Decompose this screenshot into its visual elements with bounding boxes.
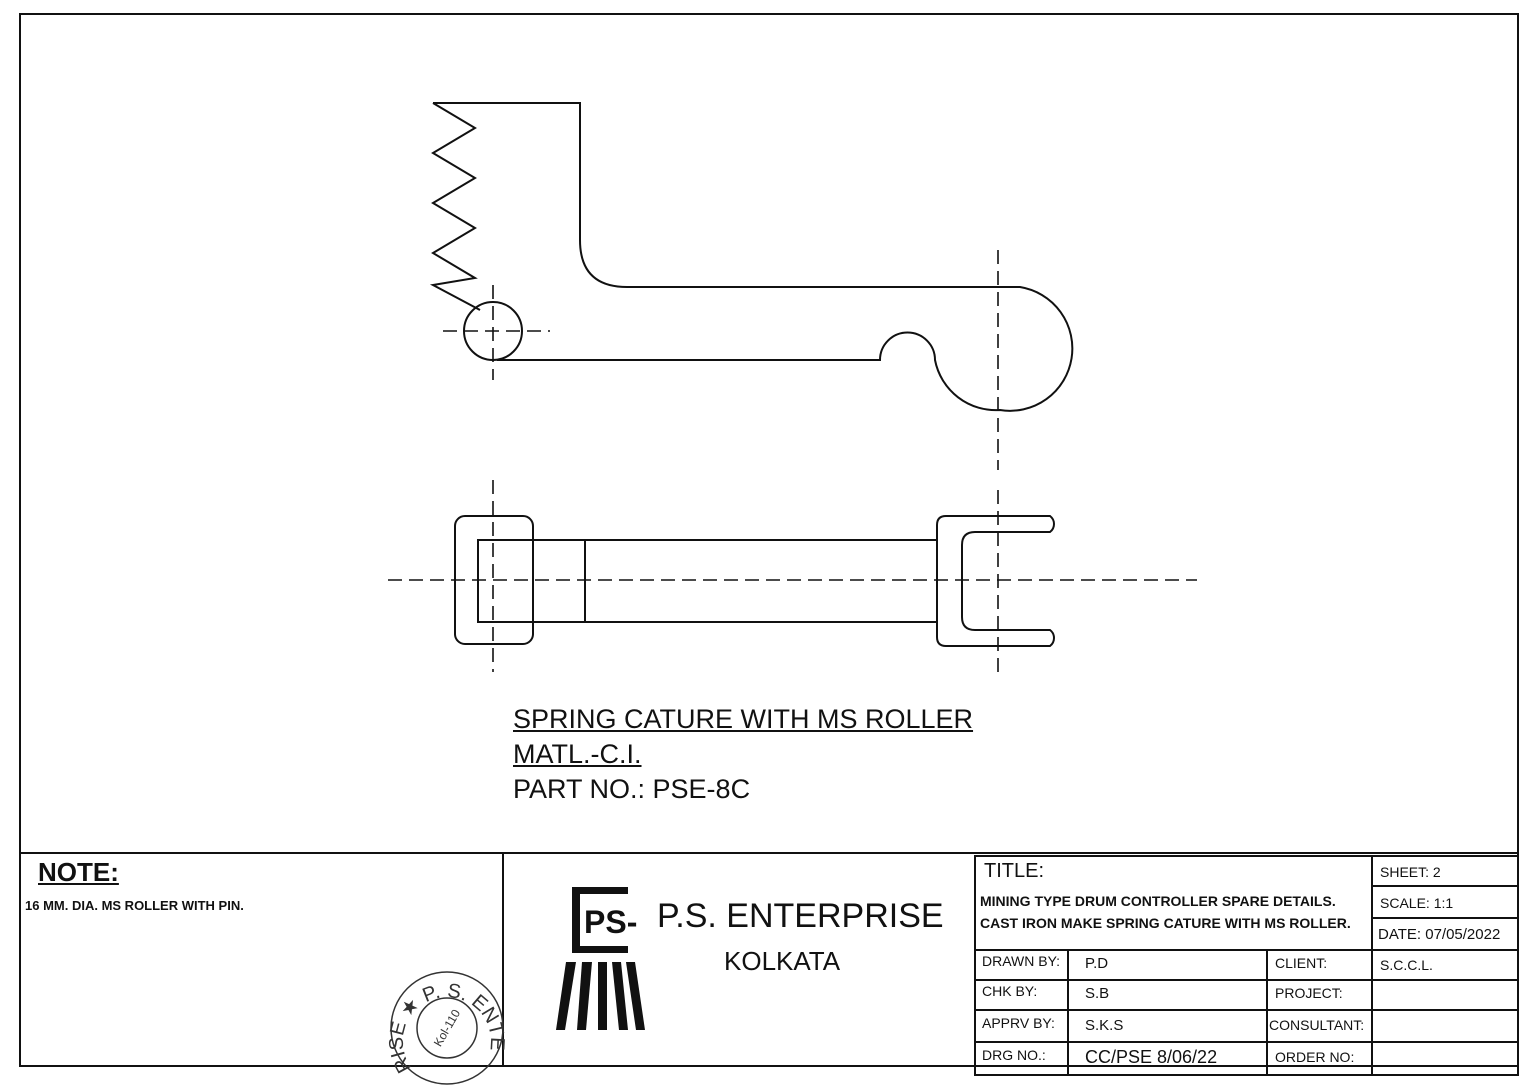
drg-no-label: DRG NO.: (982, 1047, 1046, 1063)
stamp-inner-text: Kol-110 (431, 1007, 464, 1049)
title-label: TITLE: (984, 860, 1045, 882)
company-name: P.S. ENTERPRISE (657, 897, 944, 935)
scale: SCALE: 1:1 (1380, 895, 1454, 911)
title-line-1: MINING TYPE DRUM CONTROLLER SPARE DETAIL… (980, 893, 1336, 909)
drawing-part-number: PART NO.: PSE-8C (513, 774, 751, 804)
apprv-by-value: S.K.S (1085, 1017, 1124, 1034)
drawing-material: MATL.-C.I. (513, 739, 642, 769)
drawing-title: SPRING CATURE WITH MS ROLLER (513, 704, 974, 734)
title-block-grid (974, 855, 1519, 1076)
company-city: KOLKATA (724, 946, 841, 976)
sheet-frame (19, 13, 1519, 1067)
order-no-label: ORDER NO: (1275, 1049, 1355, 1065)
centerlines (388, 250, 1197, 672)
lever-elevation-view (429, 102, 1074, 412)
apprv-by-label: APPRV BY: (982, 1015, 1055, 1031)
drawn-by-value: P.D (1085, 955, 1109, 972)
consultant-label: CONSULTANT: (1269, 1017, 1365, 1033)
client-value: S.C.C.L. (1380, 957, 1433, 973)
sheet-number: SHEET: 2 (1380, 864, 1441, 880)
company-stamp (390, 971, 504, 1085)
company-logo: PS- (556, 887, 645, 1030)
svg-text:PS-: PS- (584, 904, 637, 940)
drawn-by-label: DRAWN BY: (982, 953, 1061, 969)
stamp-ring-text: RISE ★ P. S. ENTERP (0, 0, 508, 1076)
drg-no-value: CC/PSE 8/06/22 (1085, 1047, 1218, 1067)
project-label: PROJECT: (1275, 985, 1343, 1001)
lever-plan-view (454, 515, 1055, 647)
note-heading: NOTE: (38, 857, 119, 887)
note-text: 16 MM. DIA. MS ROLLER WITH PIN. (25, 898, 244, 913)
title-line-2: CAST IRON MAKE SPRING CATURE WITH MS ROL… (980, 915, 1351, 931)
client-label: CLIENT: (1275, 955, 1328, 971)
chk-by-label: CHK BY: (982, 983, 1038, 999)
spring-zigzag (429, 102, 481, 311)
chk-by-value: S.B (1085, 985, 1110, 1002)
date: DATE: 07/05/2022 (1378, 926, 1501, 943)
